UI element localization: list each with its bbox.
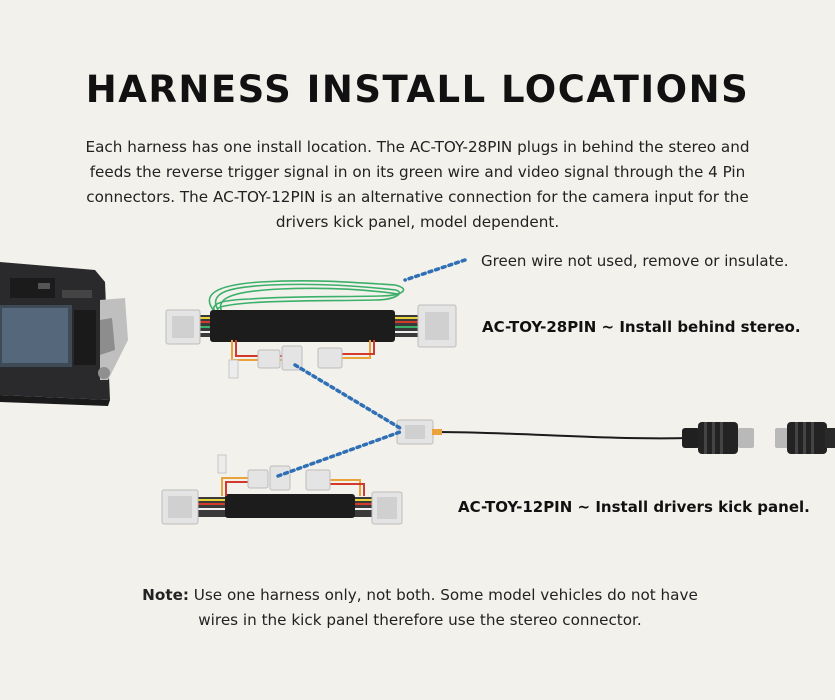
- pin28-label: AC-TOY-28PIN ~ Install behind stereo.: [482, 318, 801, 336]
- page-title: HARNESS INSTALL LOCATIONS: [85, 68, 750, 111]
- stereo-unit-image: [0, 262, 128, 406]
- green-wire-leader: [403, 258, 467, 282]
- pin12-label: AC-TOY-12PIN ~ Install drivers kick pane…: [458, 498, 810, 516]
- intro-paragraph: Each harness has one install location. T…: [85, 138, 750, 231]
- upper-to-camera-leader: [293, 363, 402, 430]
- green-wire: [208, 279, 405, 313]
- leader-lines: [276, 258, 467, 478]
- note-paragraph: Note: Use one harness only, not both. So…: [140, 583, 700, 633]
- harness-12pin: [161, 454, 403, 525]
- note-text: Use one harness only, not both. Some mod…: [188, 586, 698, 629]
- lower-to-camera-leader: [276, 430, 402, 478]
- harness-28pin: [165, 304, 457, 379]
- note-prefix: Note:: [142, 586, 189, 604]
- camera-cable: [396, 419, 835, 454]
- green-wire-label: Green wire not used, remove or insulate.: [481, 252, 789, 270]
